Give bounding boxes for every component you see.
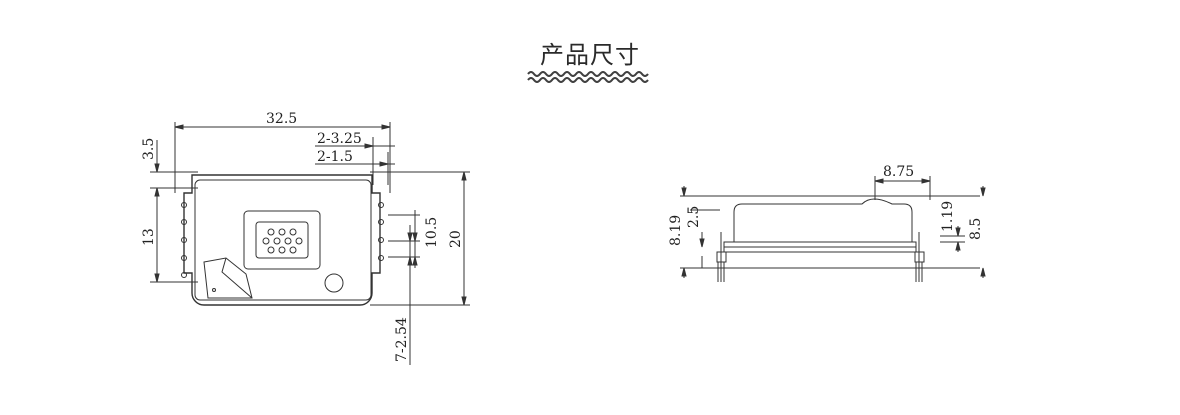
dim-inner-span: 10.5 <box>424 217 440 248</box>
dim-total-height: 8.19 <box>668 215 684 246</box>
left-pins <box>181 202 187 278</box>
dim-bump: 1.19 <box>940 201 956 232</box>
side-view <box>680 176 986 282</box>
right-pins <box>378 202 384 261</box>
sensor-window <box>243 210 321 270</box>
title-wave-underline <box>527 71 649 83</box>
dim-pin-pitch: 7-2.54 <box>394 317 410 362</box>
mounting-hole <box>324 273 344 293</box>
corner-flap <box>203 257 253 299</box>
dim-height: 20 <box>448 230 464 248</box>
dim-hole-dia: 2-3.25 <box>317 131 362 147</box>
dim-width: 32.5 <box>266 111 297 127</box>
top-view <box>150 122 470 365</box>
dim-body-height: 2.5 <box>686 206 702 228</box>
dim-pin-span: 13 <box>141 228 157 246</box>
dim-offset: 3.5 <box>141 138 157 160</box>
side-view-labels: 8.75 8.19 2.5 1.19 8.5 <box>668 164 984 246</box>
side-pins <box>716 232 925 282</box>
section-title: 产品尺寸 <box>540 41 640 69</box>
module-body-side <box>733 198 913 242</box>
dim-hole-dia2: 2-1.5 <box>317 149 353 165</box>
top-view-labels: 32.5 2-3.25 2-1.5 3.5 13 10.5 20 7-2.54 <box>141 111 464 362</box>
dim-right-height: 8.5 <box>968 218 984 240</box>
dim-window: 8.75 <box>883 164 914 180</box>
module-outline <box>183 174 381 306</box>
